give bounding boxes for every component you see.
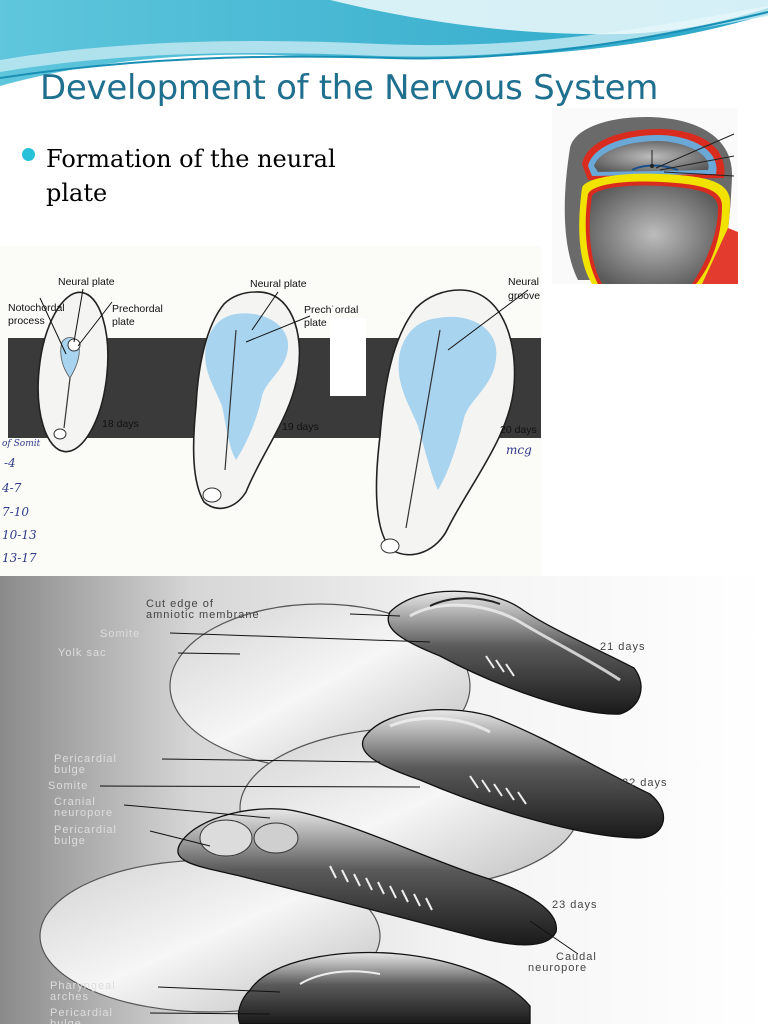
signature: mcg [506,443,532,457]
label-notochordal-process: process [8,315,45,327]
label-caudal-neuropore: neuropore [528,962,587,974]
label-day-23: 23 days [552,899,598,911]
label-arches: arches [50,991,89,1003]
bullet-dot-icon [22,148,35,161]
label-neural-groove-2: groove [508,290,540,302]
label-bulge-22: bulge [54,764,86,776]
label-day-22: 22 days [622,777,668,789]
leader-lines-bottom [99,613,579,1015]
leader-lines-top [39,288,529,355]
label-day-21: 21 days [600,641,646,653]
label-prechordal-plate-18: plate [112,316,135,328]
bullet-item: Formation of the neural plate [22,142,352,210]
handwritten-note-2: 4-7 [1,481,22,495]
somite-marks-23 [329,865,433,911]
embryo-21-days [387,590,642,715]
header-wave-decoration [0,0,768,86]
label-pericardial-23: Pericardial [54,824,117,836]
label-day-18: 18 days [102,418,139,430]
label-pericardial-24: Pericardial [50,1007,113,1019]
label-day-20: 20 days [500,424,537,436]
label-cranial: Cranial [54,796,96,808]
label-neural-plate-18: Neural plate [58,276,115,288]
handwritten-note-4: 10-13 [2,528,37,542]
embryo-22-days [361,709,665,839]
embryo-23-days [177,808,557,946]
slide-title: Development of the Nervous System [40,68,659,108]
label-neural-groove-1: Neural [508,276,539,288]
label-cut-edge: Cut edge of [146,598,214,610]
label-pericardial-22: Pericardial [54,753,117,765]
label-somite-21: Somite [100,628,140,640]
bullet-text: Formation of the neural plate [46,145,336,207]
label-somite-22: Somite [48,780,88,792]
label-bulge-23: bulge [54,835,86,847]
label-caudal: Caudal [556,951,597,963]
label-cranial-neuropore: neuropore [54,807,113,819]
label-yolk-sac: Yolk sac [58,647,107,659]
inset-pointer-lines [655,133,735,177]
label-neural-plate-19: Neural plate [250,278,307,290]
handwritten-note-3: 7-10 [2,505,29,519]
embryo-stages-figure: Cut edge of amniotic membrane Somite Yol… [0,576,768,1024]
label-amniotic-membrane: amniotic membrane [146,609,260,621]
handwritten-note-0: of Somit [2,439,41,449]
neural-plate-figure: Neural plate Notochordal process Prechor… [0,246,541,576]
label-notochordal: Notochordal [8,302,65,314]
redaction-patch [330,318,366,396]
label-prechordal-19: Prech˙ordal [304,304,358,316]
cross-section-inset [552,108,738,284]
label-day-19: 19 days [282,421,319,433]
embryo-20-days [375,289,516,556]
somite-marks-22 [469,775,527,805]
embryo-24-days-partial [237,951,531,1024]
label-bulge-24: bulge [50,1018,82,1024]
label-prechordal-18: Prechordal [112,303,163,315]
handwritten-note-1: -4 [4,456,16,470]
somite-marks-21 [485,655,515,677]
label-prechordal-plate-19: plate [304,317,327,329]
handwritten-note-5: 13-17 [2,551,37,565]
embryo-19-days [192,291,301,510]
label-pharyngeal: Pharyngeal [50,980,116,992]
